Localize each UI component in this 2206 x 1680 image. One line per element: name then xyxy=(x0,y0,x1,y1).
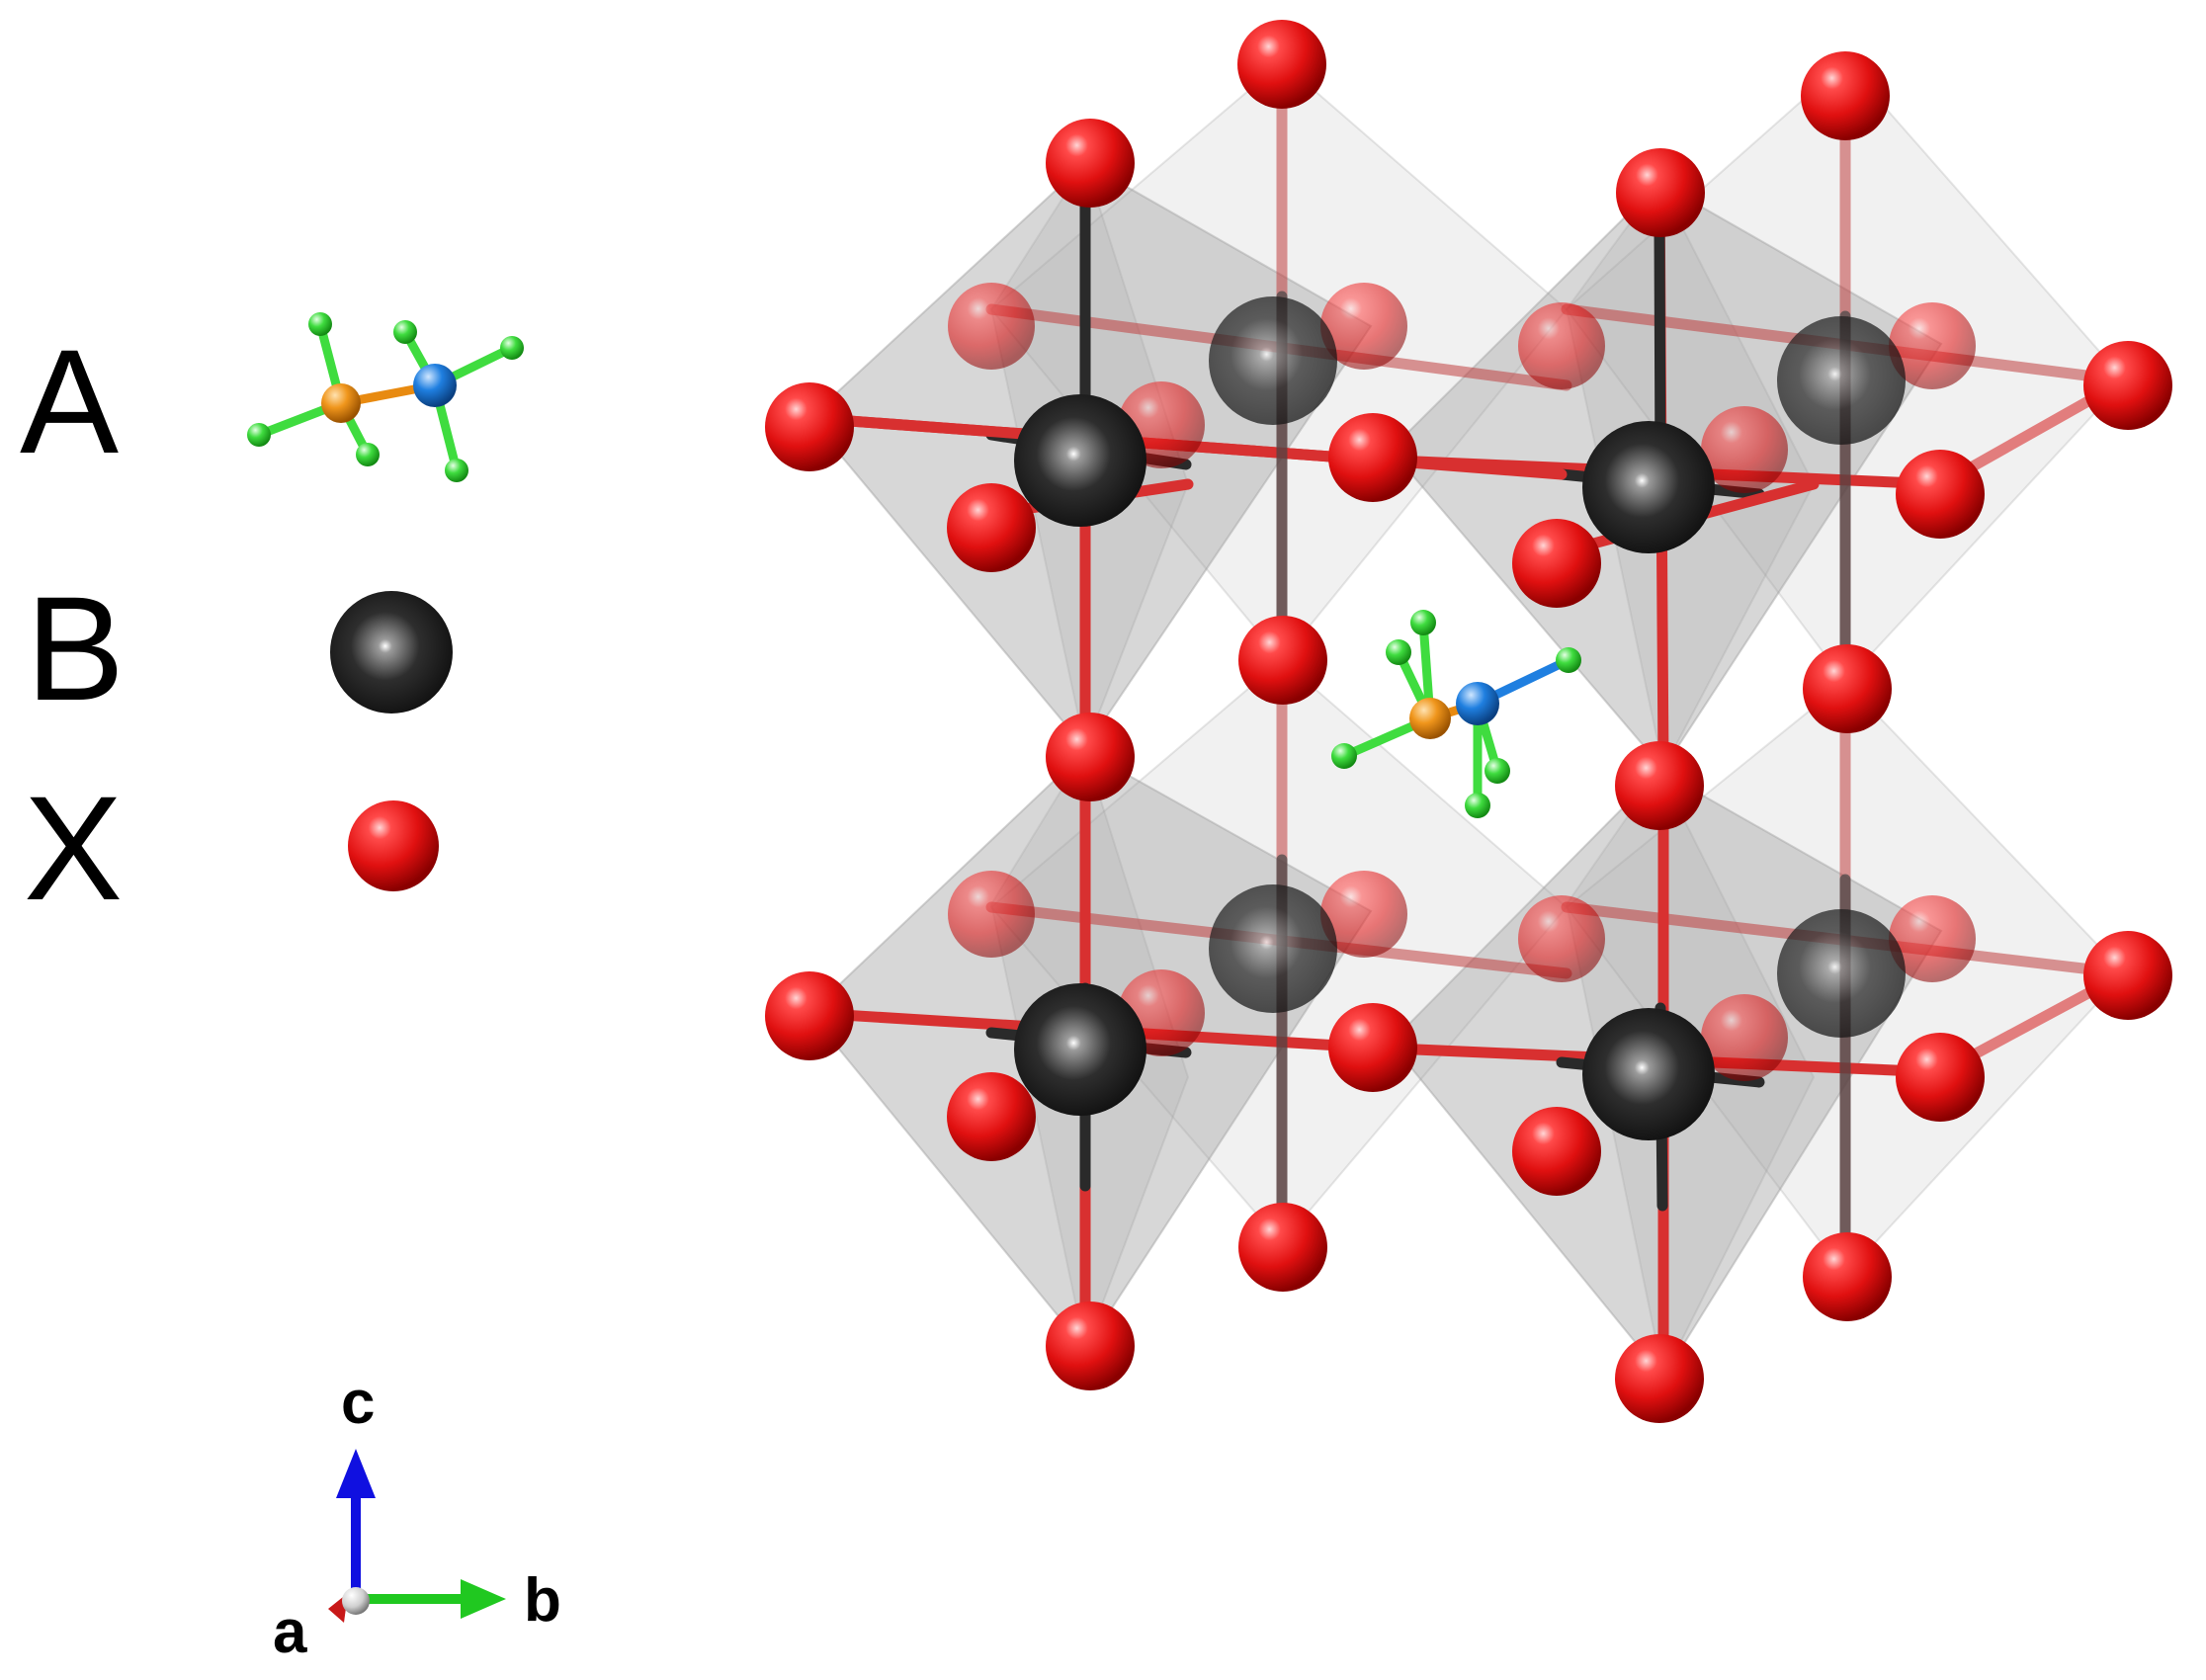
red-sphere-icon xyxy=(348,800,439,891)
x-atoms-front xyxy=(765,20,2172,1423)
legend-label-x: X xyxy=(24,765,123,931)
black-sphere-icon xyxy=(330,591,453,714)
legend-label-b: B xyxy=(26,565,125,731)
legend-label-a: A xyxy=(20,318,119,484)
central-molecule xyxy=(1331,610,1581,818)
axis-label-c: c xyxy=(341,1369,375,1437)
crystal-axes-icon: c b a xyxy=(273,1369,561,1666)
axis-label-a: a xyxy=(273,1598,307,1666)
axis-label-b: b xyxy=(524,1566,561,1635)
b-atoms-back xyxy=(1209,296,1906,1038)
perovskite-lattice xyxy=(765,20,2172,1423)
methylammonium-molecule-icon xyxy=(247,312,524,482)
legend: A B X xyxy=(20,312,524,931)
b-atoms-front xyxy=(1014,394,1715,1140)
